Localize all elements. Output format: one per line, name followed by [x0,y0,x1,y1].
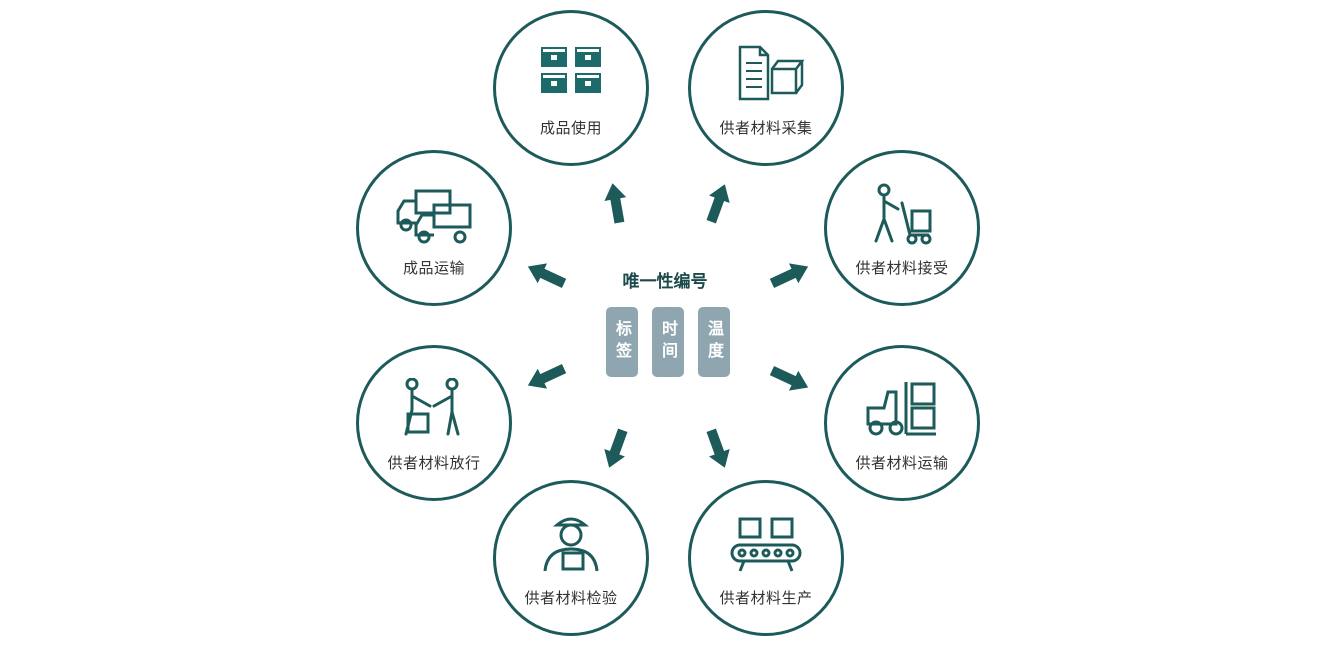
arrow-to-product-transport [527,263,567,288]
tag-temperature: 温度 [698,307,730,377]
inspector-icon [543,517,599,572]
node-label: 供者材料检验 [524,589,618,607]
node-material-transport: 供者材料运输 [824,345,980,501]
node-label: 供者材料放行 [387,454,481,472]
arrow-to-product-use [604,183,627,224]
arrow-to-material-release [527,364,567,389]
node-product-use: 成品使用 [493,10,649,166]
tag-label: 标签 [606,307,638,377]
center-title: 唯一性编号 [622,272,708,292]
node-label: 成品使用 [539,119,602,137]
node-label: 供者材料接受 [855,259,949,277]
node-label: 成品运输 [402,259,465,277]
arrow-to-material-collection [706,184,730,224]
arrow-to-material-production [706,428,730,468]
node-material-production: 供者材料生产 [688,480,844,636]
arrow-to-material-inspection [604,428,628,468]
arrow-to-material-transport [769,366,809,391]
node-label: 供者材料运输 [855,454,949,472]
handover-icon [404,378,460,436]
node-material-receipt: 供者材料接受 [824,150,980,306]
trucks-icon [396,189,472,244]
node-product-transport: 成品运输 [356,150,512,306]
boxes-icon [541,47,601,93]
node-material-inspection: 供者材料检验 [493,480,649,636]
node-label: 供者材料采集 [719,119,813,137]
hand-truck-icon [874,183,932,245]
arrow-to-material-receipt [769,263,809,288]
forklift-icon [866,382,936,436]
tag-time: 时间 [652,307,684,377]
document-box-icon [738,45,805,101]
node-label: 供者材料生产 [719,589,813,607]
node-material-release: 供者材料放行 [356,345,512,501]
node-material-collection: 供者材料采集 [688,10,844,166]
conveyor-icon [730,517,802,572]
